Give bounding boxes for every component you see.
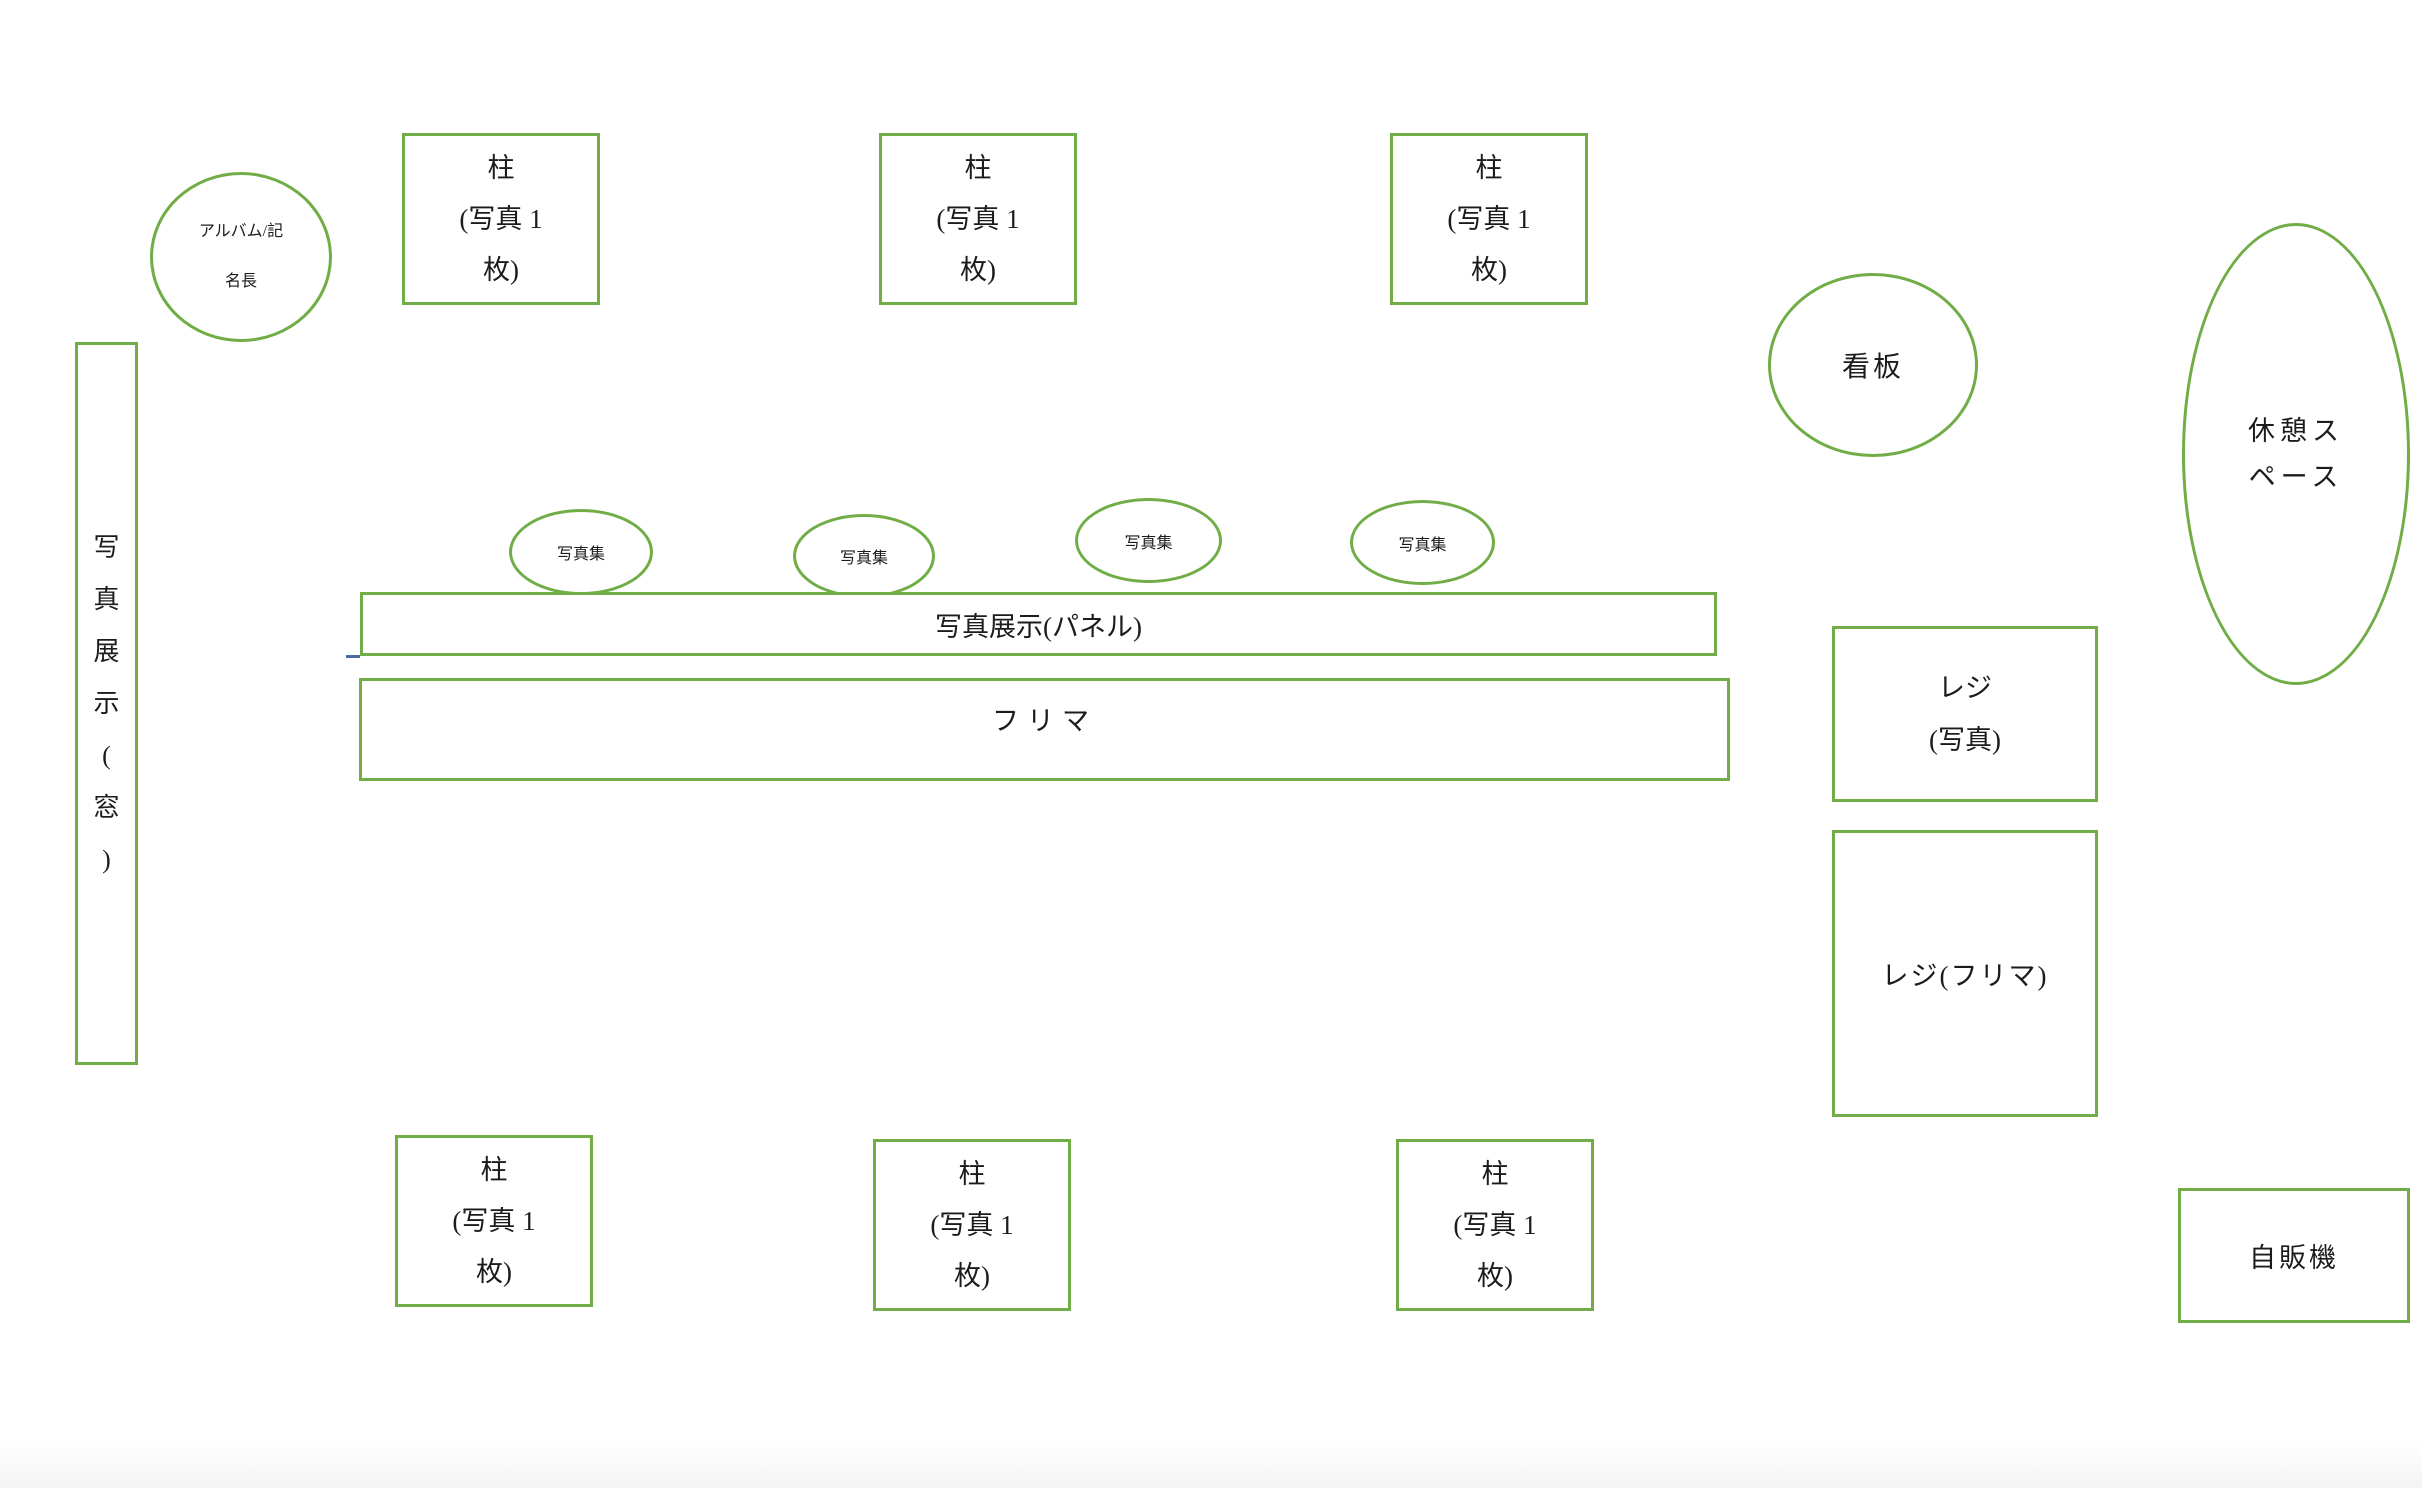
pillar-top-2[interactable]: 柱 (写真 1 枚): [879, 133, 1077, 305]
register-photo-box[interactable]: レジ (写真): [1832, 626, 2098, 802]
flea-market-box[interactable]: フリマ: [359, 678, 1730, 781]
photobook-label: 写真集: [1124, 534, 1173, 552]
pillar-label-line2: (写真 1: [452, 1205, 536, 1236]
window-display-char: 示: [93, 688, 120, 718]
pillar-label-line1: 柱: [964, 152, 992, 183]
pillar-label-line1: 柱: [487, 152, 515, 183]
window-photo-display-box[interactable]: 写 真 展 示 ( 窓 ): [75, 342, 138, 1065]
register-photo-label-line2: (写真): [1929, 725, 2001, 755]
pillar-top-1[interactable]: 柱 (写真 1 枚): [402, 133, 600, 305]
pillar-label-line3: 枚): [1471, 254, 1507, 285]
window-display-char: 写: [93, 532, 120, 562]
rest-space-label-line1: 休憩ス: [2248, 416, 2344, 446]
flea-market-label: フリマ: [992, 706, 1097, 736]
pillar-label-line1: 柱: [1481, 1158, 1509, 1189]
register-flea-box[interactable]: レジ(フリマ): [1832, 830, 2098, 1117]
rest-space-label-line2: ペース: [2248, 462, 2344, 492]
photobook-ellipse-3[interactable]: 写真集: [1075, 498, 1222, 583]
photobook-label: 写真集: [1398, 536, 1447, 554]
window-display-char: (: [102, 740, 111, 770]
pillar-label-line1: 柱: [958, 1158, 986, 1189]
album-signin-label-line1: アルバム/記: [198, 223, 284, 240]
window-display-char: ): [102, 844, 111, 874]
pillar-bottom-3[interactable]: 柱 (写真 1 枚): [1396, 1139, 1594, 1311]
pillar-label-line2: (写真 1: [930, 1209, 1014, 1240]
window-display-char: 窓: [93, 792, 120, 822]
pillar-label-line2: (写真 1: [1447, 203, 1531, 234]
photobook-ellipse-1[interactable]: 写真集: [509, 509, 653, 595]
pillar-label-line1: 柱: [480, 1154, 508, 1185]
signboard-label: 看板: [1841, 352, 1904, 383]
album-signin-label-line2: 名長: [224, 273, 257, 290]
rest-space-ellipse[interactable]: 休憩ス ペース: [2182, 223, 2410, 685]
pillar-label-line1: 柱: [1475, 152, 1503, 183]
page-bottom-shadow: [0, 1442, 2422, 1488]
panel-display-label: 写真展示(パネル): [935, 611, 1142, 642]
pillar-label-line3: 枚): [960, 254, 996, 285]
underline-tick: [346, 655, 360, 658]
vending-machine-box[interactable]: 自販機: [2178, 1188, 2410, 1323]
pillar-label-line3: 枚): [483, 254, 519, 285]
pillar-label-line2: (写真 1: [459, 203, 543, 234]
register-photo-label-line1: レジ: [1938, 673, 1992, 703]
panel-photo-display-box[interactable]: 写真展示(パネル): [360, 592, 1717, 656]
window-display-char: 真: [93, 584, 120, 614]
pillar-bottom-1[interactable]: 柱 (写真 1 枚): [395, 1135, 593, 1307]
vending-machine-label: 自販機: [2249, 1243, 2339, 1273]
photobook-ellipse-4[interactable]: 写真集: [1350, 500, 1495, 585]
pillar-label-line2: (写真 1: [936, 203, 1020, 234]
pillar-label-line3: 枚): [1477, 1260, 1513, 1291]
pillar-label-line3: 枚): [476, 1256, 512, 1287]
window-display-char: 展: [93, 636, 120, 666]
pillar-label-line3: 枚): [954, 1260, 990, 1291]
register-flea-label: レジ(フリマ): [1881, 961, 2049, 991]
photobook-ellipse-2[interactable]: 写真集: [793, 514, 935, 598]
album-signin-circle[interactable]: アルバム/記 名長: [150, 172, 332, 342]
pillar-bottom-2[interactable]: 柱 (写真 1 枚): [873, 1139, 1071, 1311]
photobook-label: 写真集: [556, 546, 605, 563]
pillar-label-line2: (写真 1: [1453, 1209, 1537, 1240]
photobook-label: 写真集: [839, 550, 888, 567]
pillar-top-3[interactable]: 柱 (写真 1 枚): [1390, 133, 1588, 305]
signboard-circle[interactable]: 看板: [1768, 273, 1978, 457]
